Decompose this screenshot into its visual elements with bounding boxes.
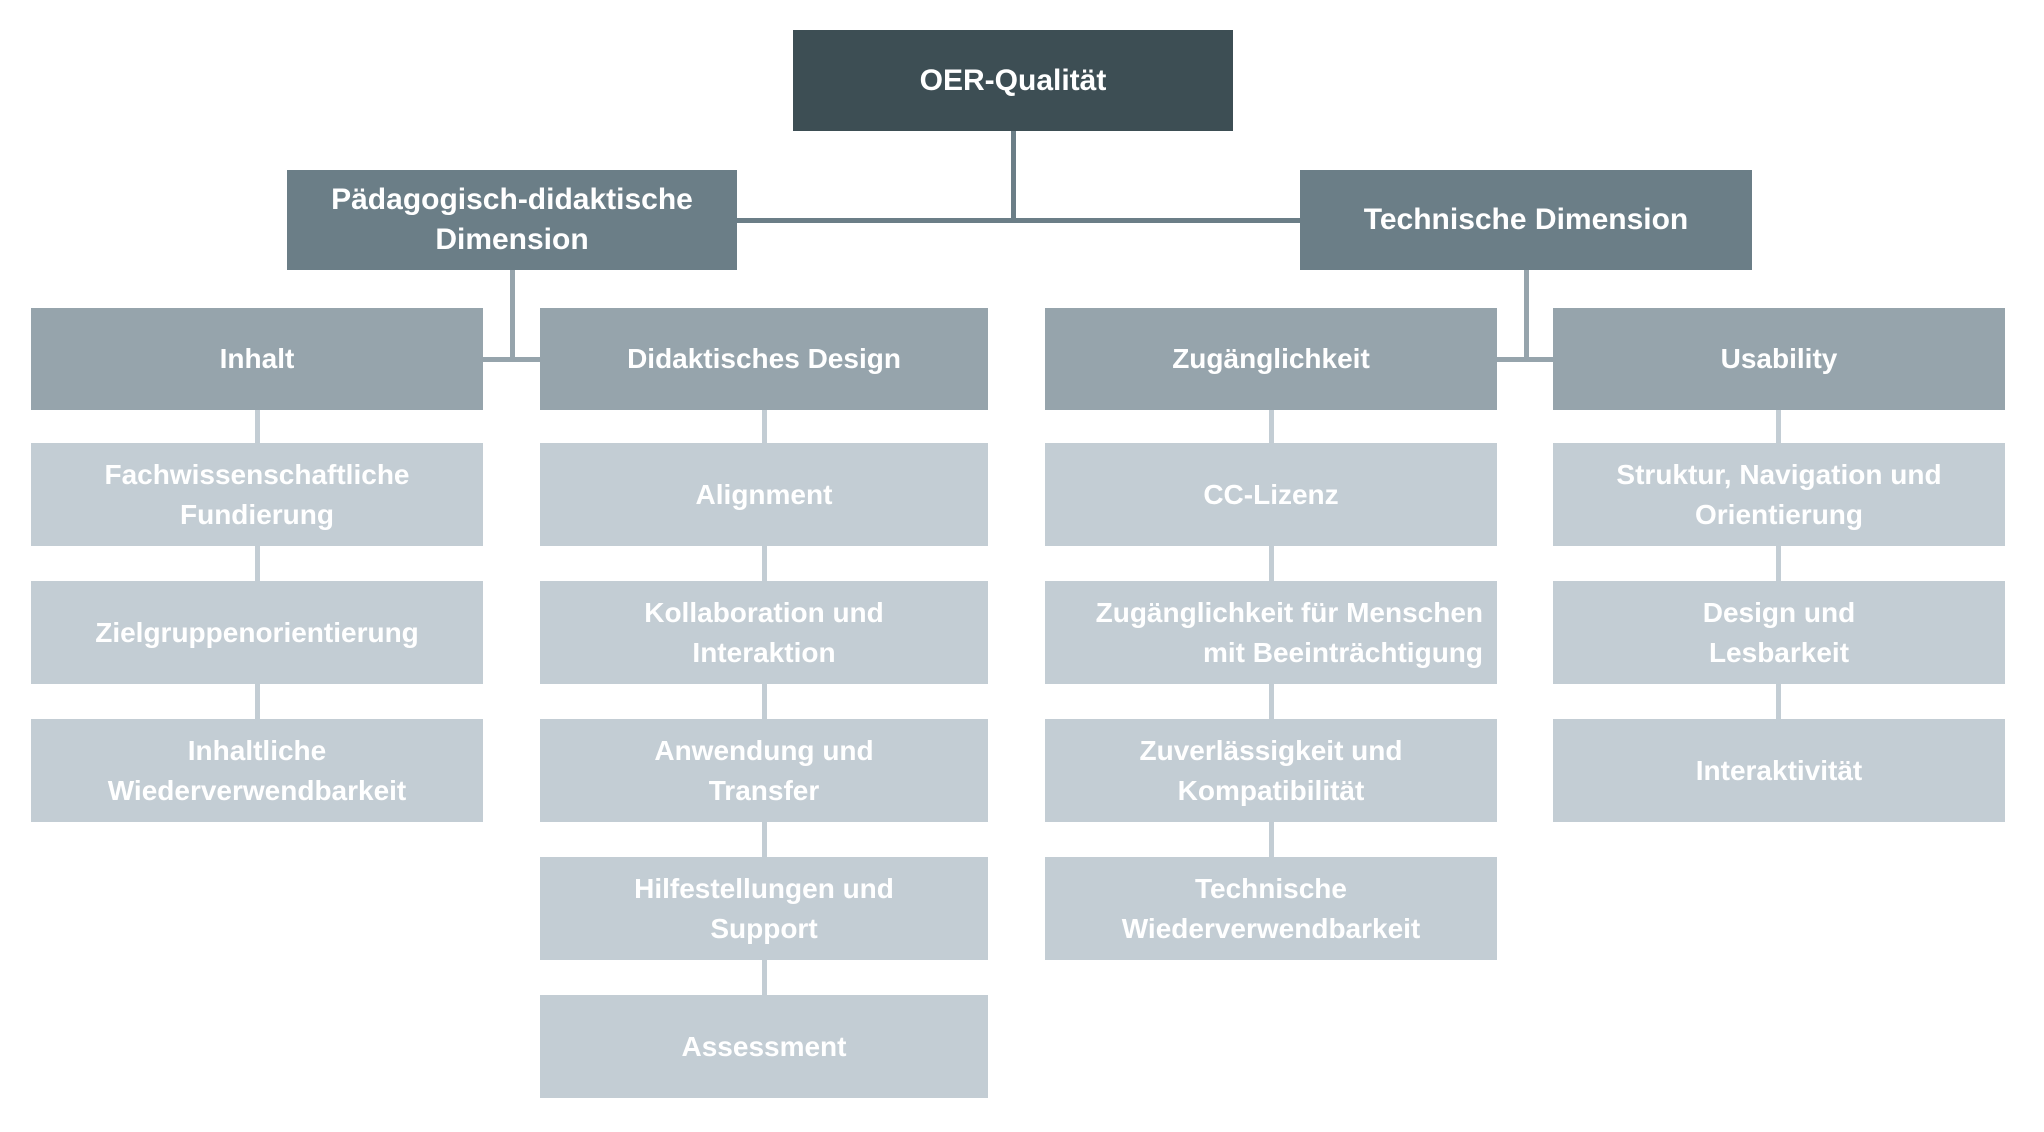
connector-stub: [1269, 410, 1274, 443]
node-zielgruppenorientierung: Zielgruppenorientierung: [31, 581, 483, 684]
connector-stub: [762, 960, 767, 995]
connector-stub: [1269, 822, 1274, 857]
node-alignment: Alignment: [540, 443, 988, 546]
node-kollaboration-und-interaktion: Kollaboration und Interaktion: [540, 581, 988, 684]
connector-stub: [255, 410, 260, 443]
node-oer-qualitaet: OER-Qualität: [793, 30, 1233, 131]
node-technische-wiederverwendbarkeit: Technische Wiederverwendbarkeit: [1045, 857, 1497, 960]
node-design-und-lesbarkeit: Design und Lesbarkeit: [1553, 581, 2005, 684]
connector-stub: [255, 684, 260, 719]
connector-stub: [1269, 546, 1274, 581]
node-technische-dimension: Technische Dimension: [1300, 170, 1752, 270]
connector-technisch-vertical: [1524, 270, 1529, 362]
connector-stub: [1269, 684, 1274, 719]
connector-root-vertical: [1011, 131, 1016, 223]
node-hilfestellungen-und-support: Hilfestellungen und Support: [540, 857, 988, 960]
node-zugaenglichkeit-fuer-menschen-mit-beeintraechtigung: Zugänglichkeit für Menschen mit Beeinträ…: [1045, 581, 1497, 684]
node-cc-lizenz: CC-Lizenz: [1045, 443, 1497, 546]
node-zuverlaessigkeit-und-kompatibilitaet: Zuverlässigkeit und Kompatibilität: [1045, 719, 1497, 822]
connector-stub: [762, 822, 767, 857]
connector-stub: [762, 684, 767, 719]
node-didaktisches-design: Didaktisches Design: [540, 308, 988, 410]
connector-stub: [1776, 546, 1781, 581]
connector-stub: [1776, 684, 1781, 719]
connector-stub: [1776, 410, 1781, 443]
connector-technisch-horizontal: [1497, 357, 1553, 362]
node-zugaenglichkeit: Zugänglichkeit: [1045, 308, 1497, 410]
node-usability: Usability: [1553, 308, 2005, 410]
node-inhalt: Inhalt: [31, 308, 483, 410]
connector-stub: [255, 546, 260, 581]
node-inhaltliche-wiederverwendbarkeit: Inhaltliche Wiederverwendbarkeit: [31, 719, 483, 822]
node-assessment: Assessment: [540, 995, 988, 1098]
node-anwendung-und-transfer: Anwendung und Transfer: [540, 719, 988, 822]
node-fachwissenschaftliche-fundierung: Fachwissenschaftliche Fundierung: [31, 443, 483, 546]
connector-stub: [762, 410, 767, 443]
connector-paedagogisch-horizontal: [483, 357, 540, 362]
connector-paedagogisch-vertical: [510, 270, 515, 362]
node-paedagogisch-didaktische-dimension: Pädagogisch-didaktische Dimension: [287, 170, 737, 270]
node-struktur-navigation-und-orientierung: Struktur, Navigation und Orientierung: [1553, 443, 2005, 546]
node-interaktivitaet: Interaktivität: [1553, 719, 2005, 822]
connector-stub: [762, 546, 767, 581]
connector-root-horizontal: [737, 218, 1300, 223]
